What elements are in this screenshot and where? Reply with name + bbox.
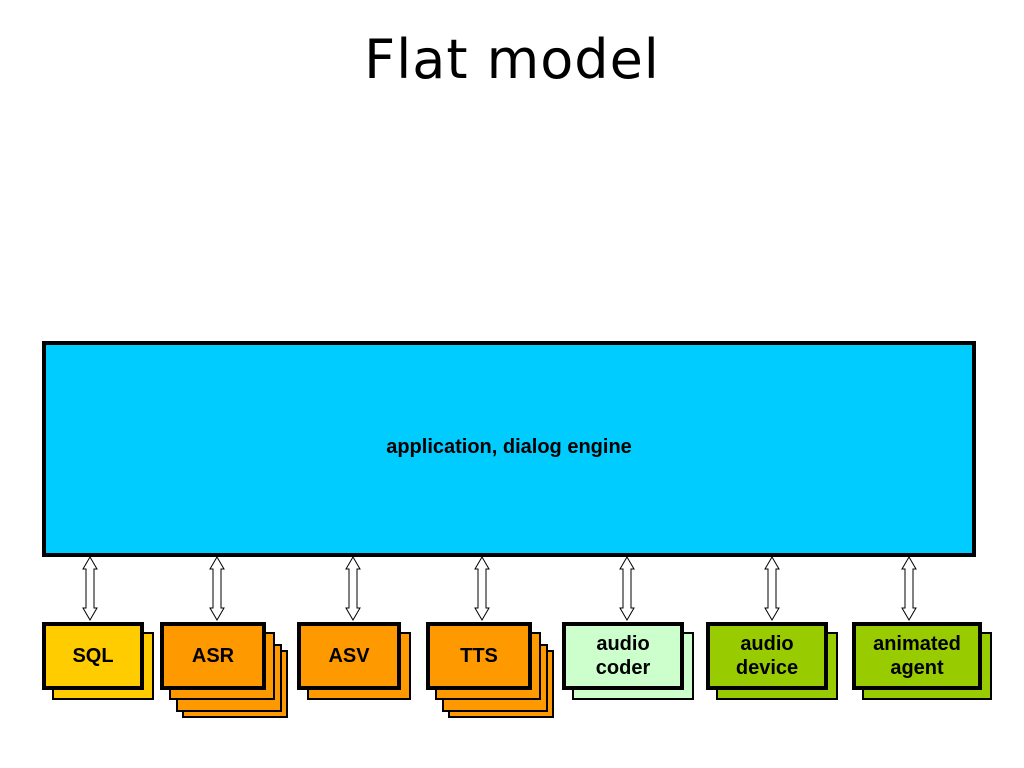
module-asr-label: ASR xyxy=(191,645,235,667)
module-asv-label: ASV xyxy=(328,645,370,667)
connector-arrow-asr xyxy=(209,556,225,621)
module-asr-card: ASR xyxy=(160,622,266,690)
connector-arrow-tts xyxy=(474,556,490,621)
dialog-engine-box: application, dialog engine xyxy=(42,341,976,557)
connector-arrow-audio-device xyxy=(764,556,780,621)
module-tts-label: TTS xyxy=(460,645,498,667)
connector-arrow-sql xyxy=(82,556,98,621)
module-sql-label: SQL xyxy=(72,645,114,667)
connector-arrow-animated-agent xyxy=(901,556,917,621)
module-sql-card: SQL xyxy=(42,622,144,690)
slide-title: Flat model xyxy=(364,28,660,91)
dialog-engine-label: application, dialog engine xyxy=(386,435,632,458)
module-tts-card: TTS xyxy=(426,622,532,690)
connector-arrow-audio-coder xyxy=(619,556,635,621)
connector-arrow-asv xyxy=(345,556,361,621)
module-asv-card: ASV xyxy=(297,622,401,690)
